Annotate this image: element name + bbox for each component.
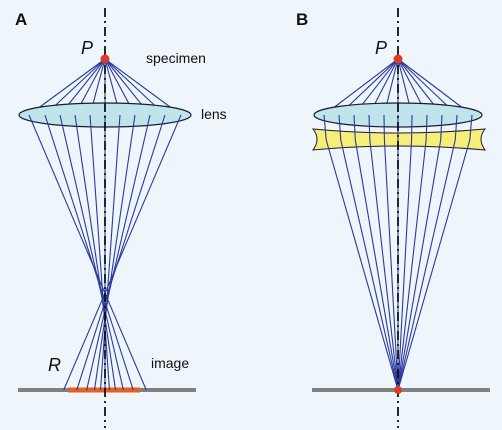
panel-b-image-point — [394, 386, 402, 394]
panel-b-ray-lower — [325, 139, 399, 391]
specimen-label: specimen — [146, 50, 206, 66]
image-label: image — [151, 355, 190, 371]
panel-a-ray-lower — [28, 114, 147, 391]
panel-b-ray-upper — [397, 58, 473, 116]
panel-b-ray-upper — [323, 58, 399, 116]
panel-b-ray-through-corrector — [368, 114, 371, 141]
panel-b-ray-through-corrector — [454, 114, 458, 141]
panel-b-ray-through-corrector — [323, 114, 327, 141]
panel-b-ray-lower — [397, 139, 427, 391]
panel-a-ray-lower — [76, 114, 166, 391]
panel-b-ray-through-corrector — [469, 114, 473, 141]
panel-b-ray-lower — [397, 139, 442, 391]
panel-a-ray-lower — [86, 114, 151, 391]
panel-a-rays-image-side — [28, 114, 182, 391]
panel-a-ray-lower — [93, 114, 136, 391]
panel-a-ray-lower — [63, 114, 182, 391]
panel-a-ray-upper — [104, 58, 182, 116]
panel-b-ray-lower — [397, 139, 413, 391]
panel-a-point-label: P — [81, 38, 94, 58]
panel-b-ray-through-corrector — [338, 114, 342, 141]
panel-b-point-label: P — [375, 38, 388, 58]
panel-a-letter: A — [15, 10, 28, 29]
panel-a-image-point-label: R — [48, 355, 61, 375]
panel-b-ray-lower — [397, 139, 471, 391]
panel-a-ray-lower — [59, 114, 124, 391]
panel-b-specimen-point — [393, 54, 403, 64]
panel-b-diagram — [311, 8, 490, 428]
panel-b-ray-through-corrector — [425, 114, 428, 141]
panel-b-corrector-lens — [311, 128, 487, 151]
panel-a-ray-lower — [89, 114, 111, 391]
lens-label: lens — [201, 106, 227, 122]
panel-a-ray-lower — [99, 114, 121, 391]
panel-b-ray-lower — [354, 139, 399, 391]
panel-b-letter: B — [296, 10, 309, 29]
panel-a-ray-lower — [74, 114, 117, 391]
panel-b-ray-lower — [369, 139, 399, 391]
panel-b-ray-through-corrector — [440, 114, 443, 141]
panel-b-ray-through-corrector — [353, 114, 356, 141]
panel-b-ray-lower — [397, 139, 456, 391]
panel-b-ray-lower — [340, 139, 399, 391]
panel-a-ray-upper — [28, 58, 106, 116]
panel-a-diagram — [18, 8, 196, 428]
panel-a-specimen-point — [100, 54, 110, 64]
panel-b-rays-image-side — [323, 114, 473, 391]
panel-b-ray-lower — [383, 139, 399, 391]
panel-a-ray-lower — [44, 114, 134, 391]
